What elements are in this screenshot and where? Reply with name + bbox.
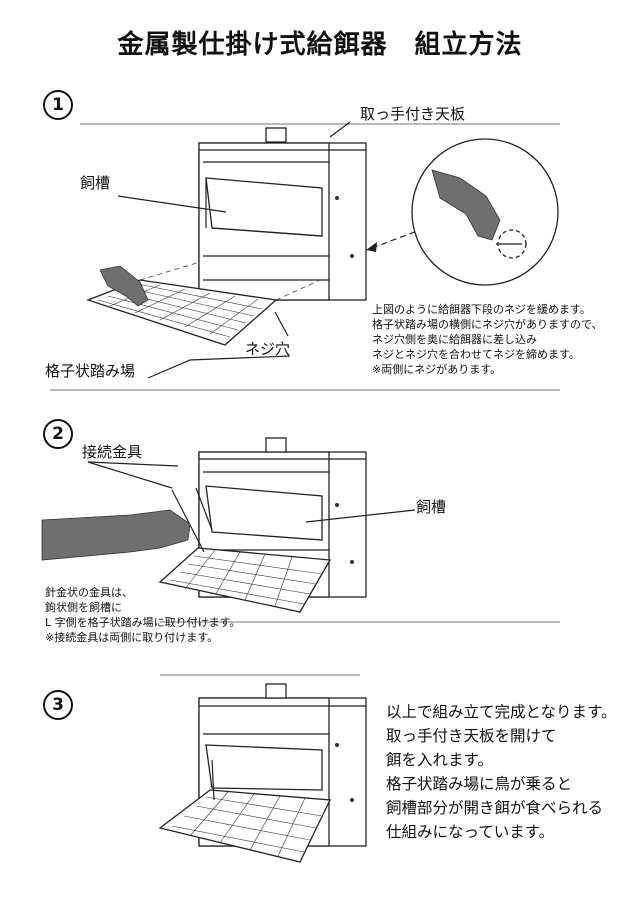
trough-3: [205, 744, 323, 791]
hand-2: [41, 509, 191, 561]
grid-lines-3: [171, 791, 323, 857]
step-3-text-line: 仕組みになっています。: [386, 823, 555, 841]
trough-2: [205, 485, 323, 541]
step-2-notes: 針金状の金具は、 鉤状側を飼槽に L 字側を格子状踏み場に取り付けます。 ※接続…: [45, 585, 241, 645]
step-1-note-line: ネジとネジ穴を合わせてネジを締めます。: [372, 348, 580, 361]
step-3-text-line: 以上で組み立て完成となります。: [386, 703, 617, 721]
step-1-note-line: 上図のように給餌器下段のネジを緩めます。: [372, 303, 591, 316]
label-screw-hole: ネジ穴: [245, 340, 291, 358]
step-2-note-line: L 字側を格子状踏み場に取り付けます。: [45, 616, 241, 629]
step-2-number: 2: [43, 419, 73, 449]
label-top-plate-1: 取っ手付き天板: [360, 105, 466, 123]
step-2-note-line: 針金状の金具は、: [45, 586, 133, 599]
step-1-note-line: ※両側にネジがあります。: [372, 363, 502, 376]
label-grid-step-1: 格子状踏み場: [45, 362, 136, 380]
step-3-text-line: 飼槽部分が開き餌が食べられる: [386, 799, 604, 817]
step-1-note-line: ネジ穴側を奥に給餌器に差し込み: [372, 333, 537, 346]
label-trough-1: 飼槽: [80, 174, 111, 192]
step-3-text-line: 餌を入れます。: [386, 751, 493, 769]
step-3-text-line: 格子状踏み場に鳥が乗ると: [386, 775, 573, 793]
label-trough-2: 飼槽: [416, 498, 447, 516]
grid-lines-1: [97, 283, 263, 338]
step-3-text: 以上で組み立て完成となります。 取っ手付き天板を開けて 餌を入れます。 格子状踏…: [386, 700, 617, 844]
step-1-number: 1: [43, 90, 73, 120]
step-1-note-line: 格子状踏み場の横側にネジ穴がありますので、: [372, 318, 603, 331]
label-connector: 接続金具: [82, 443, 143, 461]
step-3-text-line: 取っ手付き天板を開けて: [386, 727, 557, 745]
step-2-note-line: ※接続金具は両側に取り付けます。: [45, 631, 219, 644]
page-title: 金属製仕掛け式給餌器 組立方法: [117, 30, 523, 60]
hand-1: [99, 265, 149, 307]
step-2-note-line: 鉤状側を飼槽に: [45, 601, 122, 614]
grid-step-2: [158, 547, 332, 613]
grid-lines-2: [169, 549, 323, 607]
step-1-notes: 上図のように給餌器下段のネジを緩めます。 格子状踏み場の横側にネジ穴がありますの…: [372, 302, 603, 377]
step-3-number: 3: [43, 690, 73, 720]
grid-step-3: [158, 789, 331, 863]
